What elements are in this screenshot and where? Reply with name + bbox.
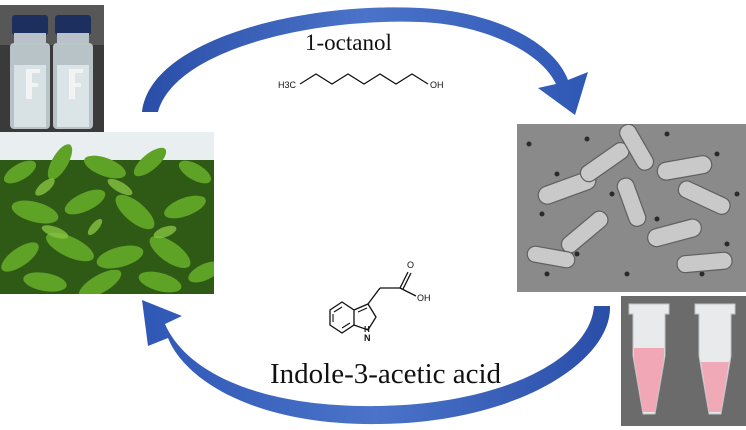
top-arrow bbox=[142, 7, 588, 115]
octanol-left-group: H3C bbox=[278, 80, 297, 90]
octanol-right-group: OH bbox=[430, 80, 444, 90]
bottom-label: Indole-3-acetic acid bbox=[270, 358, 502, 390]
tea-leaves-photo bbox=[0, 132, 214, 294]
iaa-acid-group: OH bbox=[417, 293, 431, 303]
iaa-structure: O OH N H bbox=[329, 260, 431, 343]
iaa-ring-n: N bbox=[364, 333, 371, 343]
bottom-arrow bbox=[142, 300, 611, 425]
iaa-ring-h: H bbox=[364, 325, 370, 334]
top-label: 1-octanol bbox=[305, 30, 392, 55]
vials-photo bbox=[0, 5, 104, 132]
iaa-carbonyl-o: O bbox=[407, 260, 414, 270]
tubes-photo bbox=[621, 296, 746, 426]
bacteria-sem-photo bbox=[517, 124, 746, 292]
octanol-structure: H3C OH bbox=[278, 73, 444, 90]
